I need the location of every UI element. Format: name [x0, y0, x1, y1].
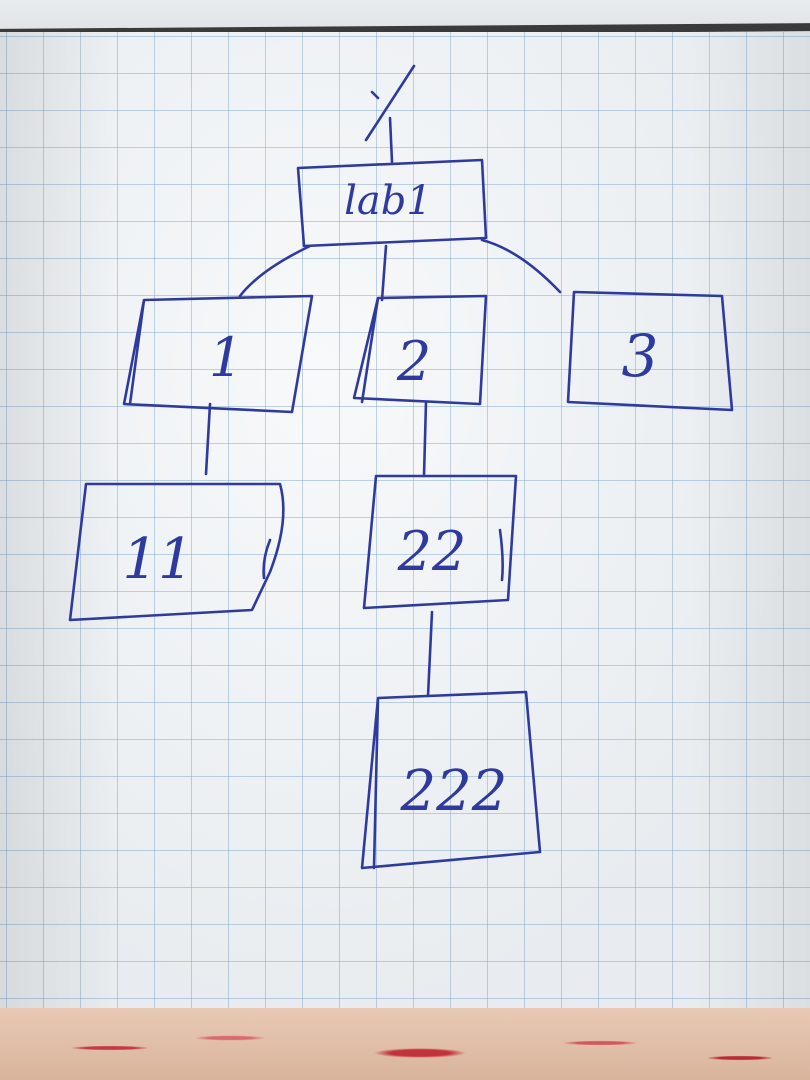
- node-3-label: 3: [622, 322, 659, 390]
- root-box: [296, 158, 488, 248]
- box-22: [362, 474, 518, 610]
- node-222-label: 222: [400, 759, 508, 824]
- edge-2-22: [422, 400, 428, 478]
- box-222: [360, 690, 542, 870]
- node-11-label: 11: [122, 527, 193, 592]
- node-22-label: 22: [397, 520, 467, 583]
- box-3: [566, 290, 734, 412]
- edge-root-1: [238, 244, 312, 298]
- root-label: lab1: [344, 178, 432, 224]
- edge-root-2: [380, 244, 388, 302]
- edge-root-3: [480, 238, 562, 294]
- edge-1-11: [204, 402, 212, 476]
- tablecloth: [0, 1008, 810, 1080]
- node-2-label: 2: [396, 330, 431, 393]
- box-11: [68, 482, 285, 622]
- box-1: [122, 294, 314, 414]
- grid-paper: [0, 32, 810, 1010]
- edge-22-222: [426, 610, 434, 698]
- node-1-label: 1: [209, 326, 243, 389]
- box-2: [352, 294, 488, 406]
- root-mark: [364, 64, 416, 142]
- edge-mark-root: [388, 116, 394, 164]
